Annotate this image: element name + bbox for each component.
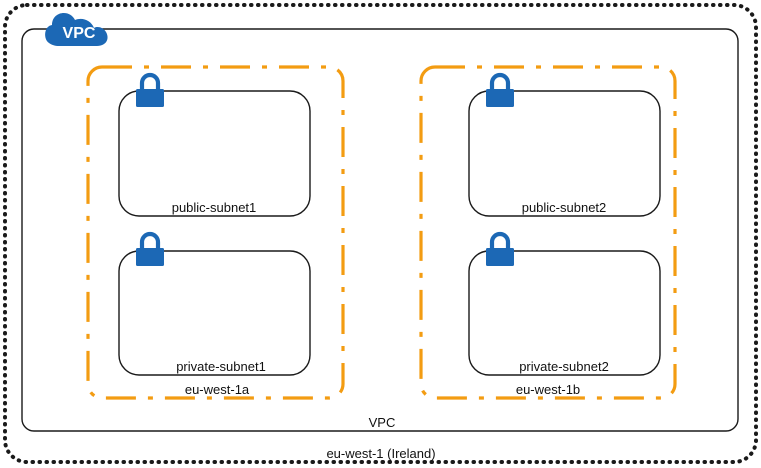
vpc-badge-label: VPC bbox=[63, 25, 96, 42]
vpc-label: VPC bbox=[369, 415, 396, 430]
subnet-label: private-subnet2 bbox=[519, 359, 609, 374]
availability-zone-label: eu-west-1b bbox=[516, 382, 580, 397]
subnet-public-1 bbox=[118, 90, 311, 217]
vpc-cloud-icon: VPC bbox=[45, 12, 108, 47]
lock-icon bbox=[486, 72, 514, 107]
subnet-private-2 bbox=[468, 250, 661, 376]
availability-zone-label: eu-west-1a bbox=[185, 382, 250, 397]
subnet-private-1 bbox=[118, 250, 311, 376]
subnet-label: public-subnet1 bbox=[172, 200, 257, 215]
subnet-label: public-subnet2 bbox=[522, 200, 607, 215]
subnet-public-2 bbox=[468, 90, 661, 217]
lock-icon bbox=[486, 231, 514, 266]
subnet-label: private-subnet1 bbox=[176, 359, 266, 374]
region-label: eu-west-1 (Ireland) bbox=[326, 446, 435, 461]
region-boundary bbox=[3, 3, 758, 464]
lock-icon bbox=[136, 72, 164, 107]
availability-zone-a bbox=[86, 65, 345, 400]
lock-icon bbox=[136, 231, 164, 266]
availability-zone-b bbox=[419, 65, 677, 400]
vpc-boundary bbox=[21, 28, 739, 432]
